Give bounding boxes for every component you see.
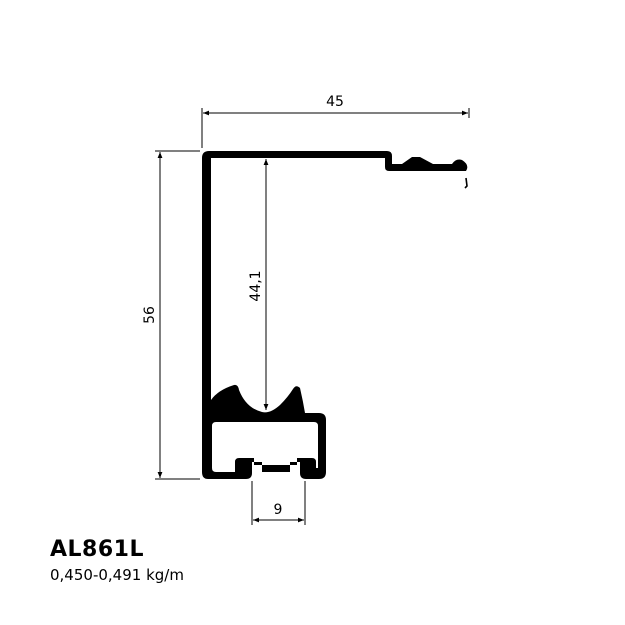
- dimension-height-label: 56: [142, 306, 158, 324]
- dimension-inner-height: 44,1: [248, 159, 269, 410]
- profile-section: [202, 151, 468, 479]
- dimension-slot: 9: [251, 481, 306, 525]
- profile-lip: [464, 177, 468, 189]
- dimension-width-label: 45: [326, 94, 344, 110]
- dimension-slot-label: 9: [274, 502, 283, 518]
- dimension-inner-height-label: 44,1: [248, 270, 264, 301]
- product-code: AL861L: [50, 537, 144, 562]
- dimension-width: 45: [201, 94, 470, 148]
- product-weight: 0,450-0,491 kg/m: [50, 566, 184, 584]
- dimension-height: 56: [142, 150, 200, 480]
